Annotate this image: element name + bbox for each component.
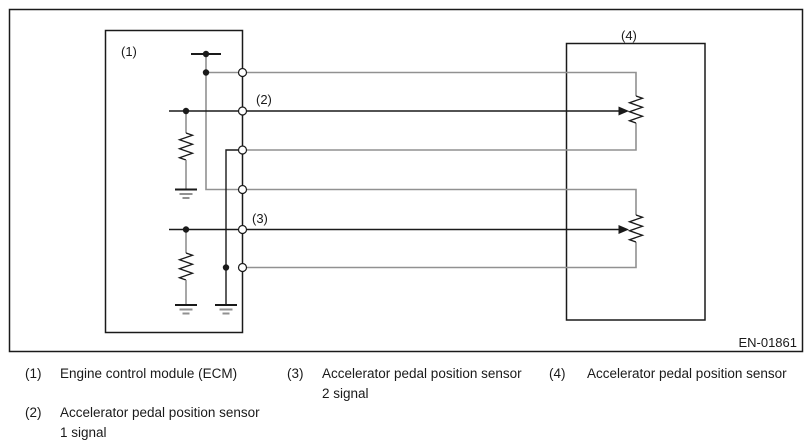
callout-signal2: (3) [252,211,268,226]
junction-dot-supply1 [202,69,210,76]
legend-label-line1: Engine control module (ECM) [60,366,238,381]
legend-label: Accelerator pedal position sensor 1 signa… [60,403,260,443]
circuit-diagram: (1) (2) (3) (4) EN-01861 [8,8,804,353]
junction-dot-signal1 [182,107,190,115]
connector-pin-supply2 [237,184,248,195]
callout-ecm: (1) [121,44,137,59]
resistor-1-zigzag [177,132,195,161]
potentiometer-1-zigzag [627,95,645,124]
legend-label: Accelerator pedal position sensor 2 signa… [322,364,522,404]
legend-label-line1: Accelerator pedal position sensor [60,405,260,420]
legend-number: (3) [287,366,304,381]
legend-item-sensor: (4) Accelerator pedal position sensor [549,364,787,384]
connector-pin-supply1 [237,67,248,78]
pulldown-resistor-2 [177,229,195,305]
ecm-box [104,29,244,334]
junction-dot-return [222,264,230,271]
legend-label-line2: 1 signal [60,425,107,440]
legend-item-signal2: (3) Accelerator pedal position sensor 2 s… [287,364,522,404]
supply-wire-sensor1 [206,71,637,96]
ground-symbol-resistor-2 [175,304,197,315]
sensor-box [565,42,706,321]
connector-pin-return1 [237,145,248,155]
ground-symbol-return [215,304,237,315]
potentiometer-2-zigzag [627,214,645,243]
supply-wire-sensor2 [205,54,637,215]
legend-label-line2: 2 signal [322,386,369,401]
junction-dot-signal2 [182,226,190,233]
legend-item-signal1: (2) Accelerator pedal position sensor 1 s… [25,403,260,443]
diagram-border [8,8,804,353]
connector-pin-signal1 [237,106,248,116]
connector-pin-signal2 [237,224,248,235]
ecm-ground-return-wire [225,149,243,305]
return-wire-sensor1 [242,123,637,151]
wiper-arrow-1 [618,106,629,116]
legend-number: (1) [25,366,42,381]
ground-symbol-resistor-1 [175,188,197,199]
figure-code: EN-01861 [738,335,797,350]
junction-dot-power [202,50,210,58]
wiper-arrow-2 [618,225,629,234]
legend-label-line1: Accelerator pedal position sensor [587,366,787,381]
return-wire-sensor2 [242,242,637,269]
legend-label: Accelerator pedal position sensor [587,364,787,384]
callout-signal1: (2) [256,92,272,107]
resistor-2-zigzag [177,252,195,281]
legend-number: (2) [25,405,42,420]
legend-item-ecm: (1) Engine control module (ECM) [25,364,237,384]
legend-number: (4) [549,366,566,381]
legend-label-line1: Accelerator pedal position sensor [322,366,522,381]
legend-label: Engine control module (ECM) [60,364,237,384]
callout-sensor: (4) [621,28,637,43]
pulldown-resistor-1 [177,111,195,190]
connector-pin-return2 [237,262,248,273]
